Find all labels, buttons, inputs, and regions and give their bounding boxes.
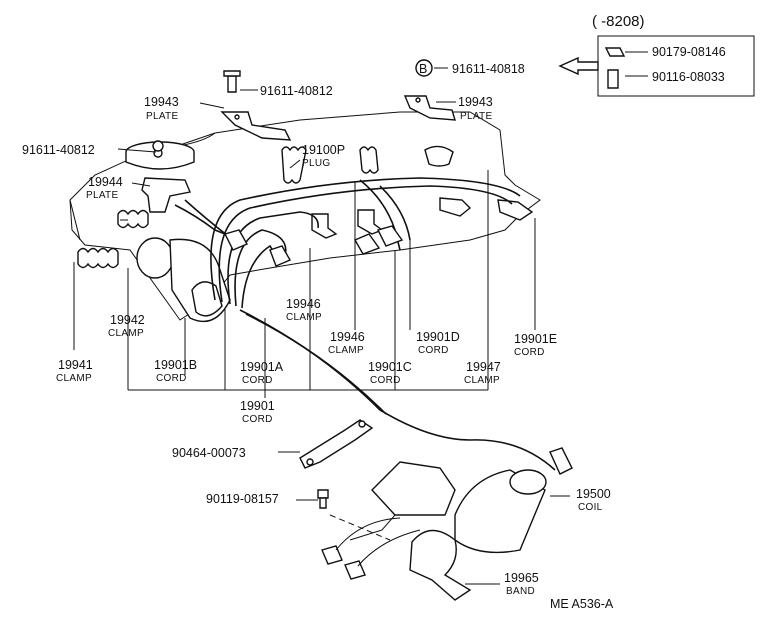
inset-range-label: ( -8208) — [592, 13, 645, 30]
inset-part-b: 90116-08033 — [652, 70, 725, 84]
inset-part-a: 90179-08146 — [652, 45, 726, 59]
label-p91611a: 91611-40812 — [260, 84, 333, 98]
label-p90119: 90119-08157 — [206, 492, 279, 506]
name-p19944: PLATE — [86, 190, 118, 201]
engine-line-art — [69, 35, 755, 601]
label-p19965: 19965 — [504, 571, 539, 585]
name-p19901e: CORD — [514, 347, 545, 358]
name-p19901d: CORD — [418, 345, 449, 356]
name-p19947: CLAMP — [464, 375, 500, 386]
label-p19942: 19942 — [110, 313, 145, 327]
label-p19946a: 19946 — [286, 297, 321, 311]
name-p19500: COIL — [578, 502, 603, 513]
name-p19946b: CLAMP — [328, 345, 364, 356]
name-p19901: CORD — [242, 414, 273, 425]
label-p19901c: 19901C — [368, 360, 412, 374]
name-p19943l: PLATE — [146, 111, 178, 122]
label-p19941: 19941 — [58, 358, 93, 372]
label-p19947: 19947 — [466, 360, 501, 374]
label-p19944: 19944 — [88, 175, 123, 189]
name-p19901a: CORD — [242, 375, 273, 386]
label-p19901a: 19901A — [240, 360, 284, 374]
label-p91611b: 91611-40812 — [22, 143, 95, 157]
name-p19100: PLUG — [302, 158, 330, 169]
label-p19100: 19100P — [302, 143, 345, 157]
label-p19943r: 19943 — [458, 95, 493, 109]
name-p19901c: CORD — [370, 375, 401, 386]
callout-part: 91611-40818 — [452, 62, 525, 76]
label-p90464: 90464-00073 — [172, 446, 246, 460]
label-p19901e: 19901E — [514, 332, 557, 346]
diagram-code: ME A536-A — [550, 597, 614, 611]
label-p19901: 19901 — [240, 399, 275, 413]
label-p19943l: 19943 — [144, 95, 179, 109]
name-p19942: CLAMP — [108, 328, 144, 339]
label-p19901b: 19901B — [154, 358, 197, 372]
label-p19901d: 19901D — [416, 330, 460, 344]
name-p19943r: PLATE — [460, 111, 492, 122]
name-p19901b: CORD — [156, 373, 187, 384]
name-p19941: CLAMP — [56, 373, 92, 384]
name-p19946a: CLAMP — [286, 312, 322, 323]
label-p19500: 19500 — [576, 487, 611, 501]
label-p19946b: 19946 — [330, 330, 365, 344]
name-p19965: BAND — [506, 586, 535, 597]
callout-letter: B — [419, 62, 427, 76]
